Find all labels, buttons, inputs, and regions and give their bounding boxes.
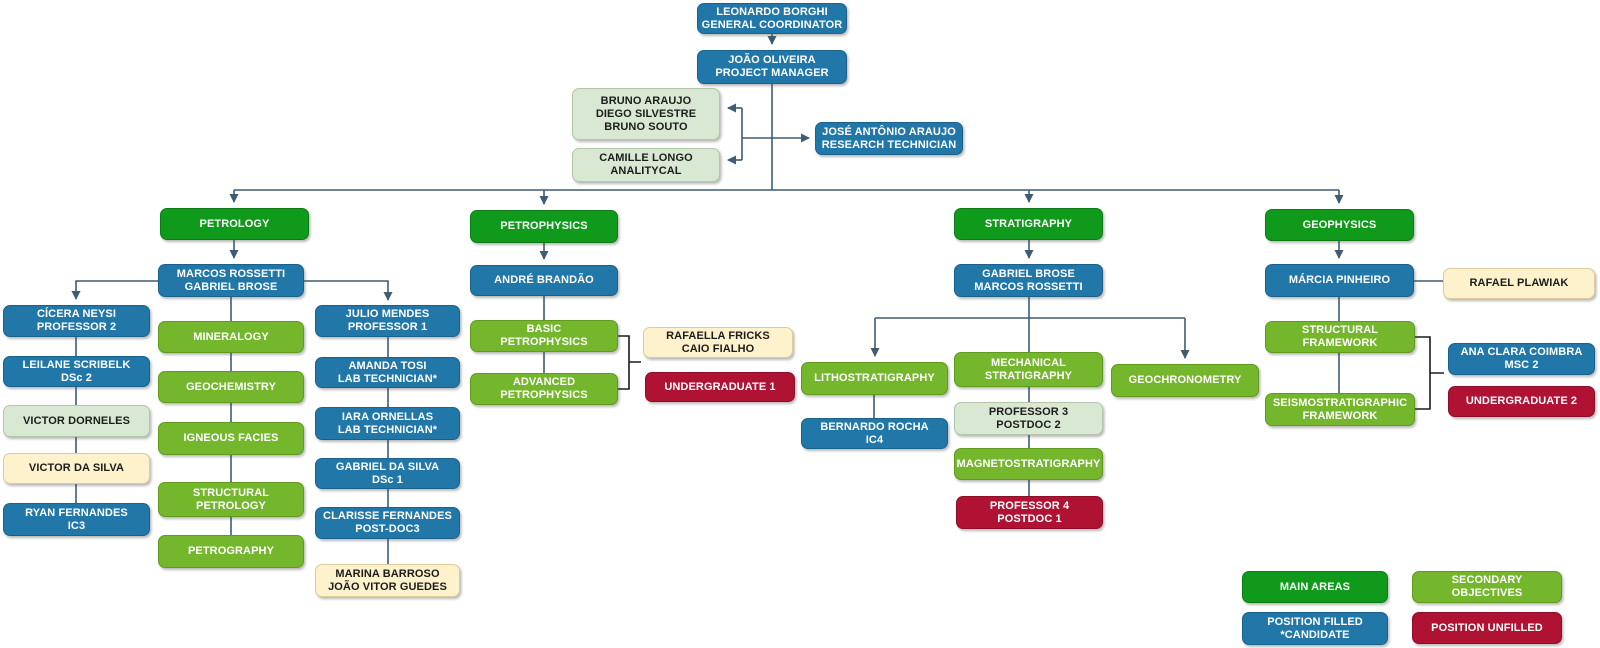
node-geophysics-area: GEOPHYSICS	[1265, 209, 1414, 241]
bracket-group	[618, 335, 1444, 410]
node-petrology-area: PETROLOGY	[160, 208, 309, 240]
legend-position-unfilled: POSITION UNFILLED	[1412, 612, 1562, 644]
legend-position-filled: POSITION FILLED*CANDIDATE	[1242, 612, 1388, 645]
node-geochronometry: GEOCHRONOMETRY	[1111, 364, 1259, 397]
node-stratigraphy-area: STRATIGRAPHY	[954, 208, 1103, 240]
connector-stratigraphy-split	[875, 297, 1185, 319]
node-marcia-pinheiro: MÁRCIA PINHEIRO	[1265, 264, 1414, 297]
node-rafael-plawiak: RAFAEL PLAWIAK	[1443, 268, 1595, 299]
node-andre-brandao: ANDRÉ BRANDÃO	[470, 265, 618, 296]
node-geochemistry: GEOCHEMISTRY	[158, 371, 304, 403]
legend-main-areas: MAIN AREAS	[1242, 571, 1388, 603]
connector-marcos-cicera	[71, 280, 158, 300]
node-igneous-facies: IGNEOUS FACIES	[158, 422, 304, 455]
node-mineralogy: MINERALOGY	[158, 321, 304, 353]
connector-marcos-julio	[304, 280, 393, 301]
bracket-geophysics	[1415, 336, 1444, 410]
node-petrography: PETROGRAPHY	[158, 535, 304, 568]
connector-group	[71, 34, 1443, 564]
node-lithostratigraphy: LITHOSTRATIGRAPHY	[801, 362, 948, 395]
node-undergraduate-1: UNDERGRADUATE 1	[645, 372, 795, 402]
node-undergraduate-2: UNDERGRADUATE 2	[1448, 386, 1595, 417]
legend-secondary-objectives: SECONDARY OBJECTIVES	[1412, 571, 1562, 603]
node-victor-da-silva: VICTOR DA SILVA	[3, 453, 150, 484]
node-petrophysics-area: PETROPHYSICS	[470, 210, 618, 243]
node-magnetostratigraphy: MAGNETOSTRATIGRAPHY	[954, 448, 1103, 480]
bracket-petrophysics	[618, 335, 641, 390]
node-victor-dorneles: VICTOR DORNELES	[3, 405, 150, 437]
